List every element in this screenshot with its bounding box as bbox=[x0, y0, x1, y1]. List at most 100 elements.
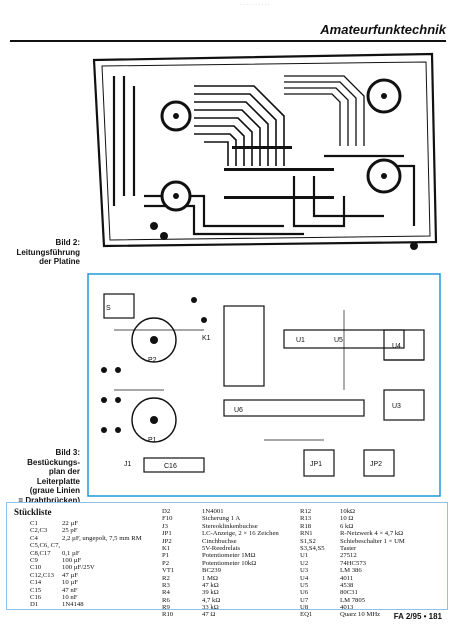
part-designator: D2 bbox=[162, 508, 171, 515]
part-value: Potentiometer 10kΩ bbox=[202, 559, 257, 567]
parts-row: C5,C6, C7, bbox=[30, 542, 142, 549]
part-value: 25 pF bbox=[62, 527, 78, 535]
part-value: 6 kΩ bbox=[340, 522, 354, 530]
parts-list-box bbox=[6, 502, 448, 610]
header-rule bbox=[10, 40, 446, 42]
part-designator: C1 bbox=[30, 520, 38, 527]
parts-row: K1 5V-Reedrelais bbox=[162, 545, 279, 552]
parts-row: RN1 R-Netzwerk 4 × 4,7 kΩ bbox=[300, 530, 405, 537]
parts-row: C2,C3 25 pF bbox=[30, 527, 142, 534]
part-designator: S3,S4,S5 bbox=[300, 544, 325, 552]
part-designator: C12,C13 bbox=[30, 571, 54, 579]
part-value: Sicherung 1 A bbox=[202, 515, 241, 523]
figure2-caption: Bild 2: Leitungsführung der Platine bbox=[6, 238, 80, 267]
part-value: 2,2 µF, ungepolt, 7,5 mm RM bbox=[62, 534, 142, 542]
part-designator: R3 bbox=[162, 581, 170, 589]
part-value: 4538 bbox=[340, 581, 354, 589]
part-value: 80C31 bbox=[340, 589, 358, 597]
board-label: P1 bbox=[148, 437, 157, 444]
part-value: LM 386 bbox=[340, 567, 362, 575]
part-value: Cinchbuchse bbox=[202, 537, 237, 545]
parts-row: U4 4011 bbox=[300, 575, 405, 582]
part-value: 33 kΩ bbox=[202, 604, 219, 612]
part-value: 10 nF bbox=[62, 593, 78, 601]
part-designator: R18 bbox=[300, 522, 312, 530]
part-designator: C5,C6, C7, bbox=[30, 542, 61, 550]
caption-line: = Drahtbrücken) bbox=[18, 495, 80, 505]
part-value: 5V-Reedrelais bbox=[202, 544, 241, 552]
part-value: 10 µF bbox=[62, 579, 78, 587]
parts-row: P2 Potentiometer 10kΩ bbox=[162, 560, 279, 567]
parts-row: R18 6 kΩ bbox=[300, 523, 405, 530]
part-value: 4013 bbox=[340, 604, 354, 612]
part-designator: RN1 bbox=[300, 530, 313, 538]
board-label: JP1 bbox=[310, 461, 322, 468]
part-value: 100 µF bbox=[62, 556, 82, 564]
part-designator: P2 bbox=[162, 559, 170, 567]
parts-row: U8 4013 bbox=[300, 604, 405, 611]
part-designator: F10 bbox=[162, 515, 173, 523]
part-designator: J3 bbox=[162, 522, 168, 530]
pcb-trace-layout bbox=[92, 52, 438, 250]
part-value: 22 µF bbox=[62, 520, 78, 527]
part-designator: C10 bbox=[30, 564, 42, 572]
part-designator: U8 bbox=[300, 604, 309, 612]
part-value: 10kΩ bbox=[340, 508, 356, 515]
part-designator: U4 bbox=[300, 574, 309, 582]
part-designator: R2 bbox=[162, 574, 170, 582]
part-value: R-Netzwerk 4 × 4,7 kΩ bbox=[340, 530, 404, 538]
part-designator: C2,C3 bbox=[30, 527, 48, 535]
part-value: 1N4148 bbox=[62, 601, 84, 609]
caption-line: plan der bbox=[48, 467, 80, 476]
part-designator: S1,S2 bbox=[300, 537, 316, 545]
part-designator: C8,C17 bbox=[30, 549, 51, 557]
part-value: 27512 bbox=[340, 552, 357, 560]
part-value: Schiebeschalter 1 × UM bbox=[340, 537, 405, 545]
part-designator: R6 bbox=[162, 596, 170, 604]
top-strip: · · · · · · · · · · bbox=[240, 2, 270, 8]
part-value: 47 µF bbox=[62, 571, 78, 579]
part-value: 47 nF bbox=[62, 586, 78, 594]
figure3-caption: Bild 3: Bestückungs- plan der Leiterplat… bbox=[6, 448, 80, 505]
caption-line: Leitungsführung bbox=[16, 247, 80, 257]
board-label: U5 bbox=[334, 337, 343, 344]
parts-row: D2 1N4001 bbox=[162, 508, 279, 515]
part-designator: K1 bbox=[162, 544, 171, 552]
part-value: 47 Ω bbox=[202, 611, 216, 619]
caption-line: Bild 3: bbox=[55, 448, 80, 457]
board-label: JP2 bbox=[370, 461, 382, 468]
board-label: C16 bbox=[164, 463, 177, 470]
board-label: P2 bbox=[148, 357, 157, 364]
part-designator: R13 bbox=[300, 515, 312, 523]
parts-row: S1,S2 Schiebeschalter 1 × UM bbox=[300, 538, 405, 545]
part-designator: R10 bbox=[162, 611, 174, 619]
board-label: S bbox=[106, 305, 111, 312]
part-value: 4,7 kΩ bbox=[202, 596, 221, 604]
part-value: 1N4001 bbox=[202, 508, 224, 515]
board-label: U6 bbox=[234, 407, 243, 414]
part-designator: U2 bbox=[300, 559, 309, 567]
caption-line: Bild 2: bbox=[55, 238, 80, 247]
part-value: 4011 bbox=[340, 574, 354, 582]
part-value: 100 µF/25V bbox=[62, 564, 95, 572]
section-title: Amateurfunktechnik bbox=[320, 22, 446, 37]
